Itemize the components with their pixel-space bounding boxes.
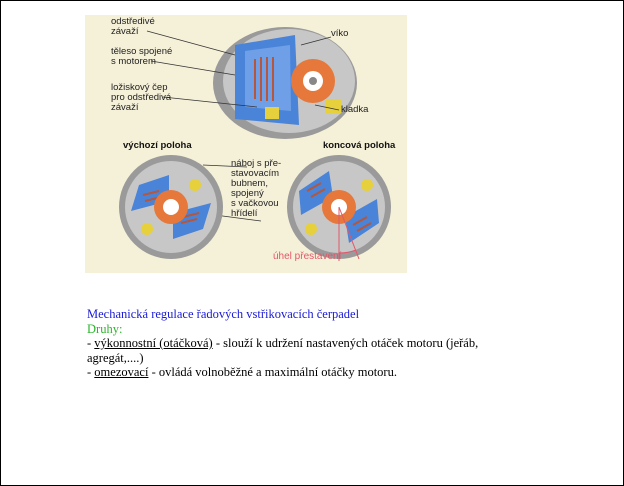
item-omezovaci: - omezovací - ovládá volnoběžné a maximá… xyxy=(87,365,507,380)
heading-druhy: Druhy: xyxy=(87,322,507,337)
governor-cutaway-drawing xyxy=(213,27,357,139)
label-naboj: náboj s pře- stavovacím bubnem, spojený … xyxy=(231,159,281,219)
label-viko: víko xyxy=(331,29,348,39)
label-teleso: těleso spojené s motorem xyxy=(111,47,172,67)
label-odstredive-zavazi: odstředivé závaží xyxy=(111,17,155,37)
heading-title: Mechanická regulace řadových vstřikovací… xyxy=(87,307,507,322)
governor-figure: odstředivé závaží těleso spojené s motor… xyxy=(85,15,407,273)
item2-rest: - ovládá volnoběžné a maximální otáčky m… xyxy=(148,365,397,379)
label-kladka: kladka xyxy=(341,105,368,115)
label-koncova-poloha: koncová poloha xyxy=(323,141,395,151)
label-vychozi-poloha: výchozí poloha xyxy=(123,141,192,151)
body-text: Mechanická regulace řadových vstřikovací… xyxy=(87,307,507,380)
item1-term: výkonnostní (otáčková) xyxy=(94,336,212,350)
item2-term: omezovací xyxy=(94,365,148,379)
end-position-wheel xyxy=(287,155,391,261)
label-uhel-prestaveni: úhel přestavení xyxy=(273,252,341,262)
initial-position-wheel xyxy=(119,155,223,259)
label-lozisko: ložiskový čep pro odstředivá závaží xyxy=(111,83,171,113)
item-vykonnostni: - výkonnostní (otáčková) - slouží k udrž… xyxy=(87,336,507,365)
